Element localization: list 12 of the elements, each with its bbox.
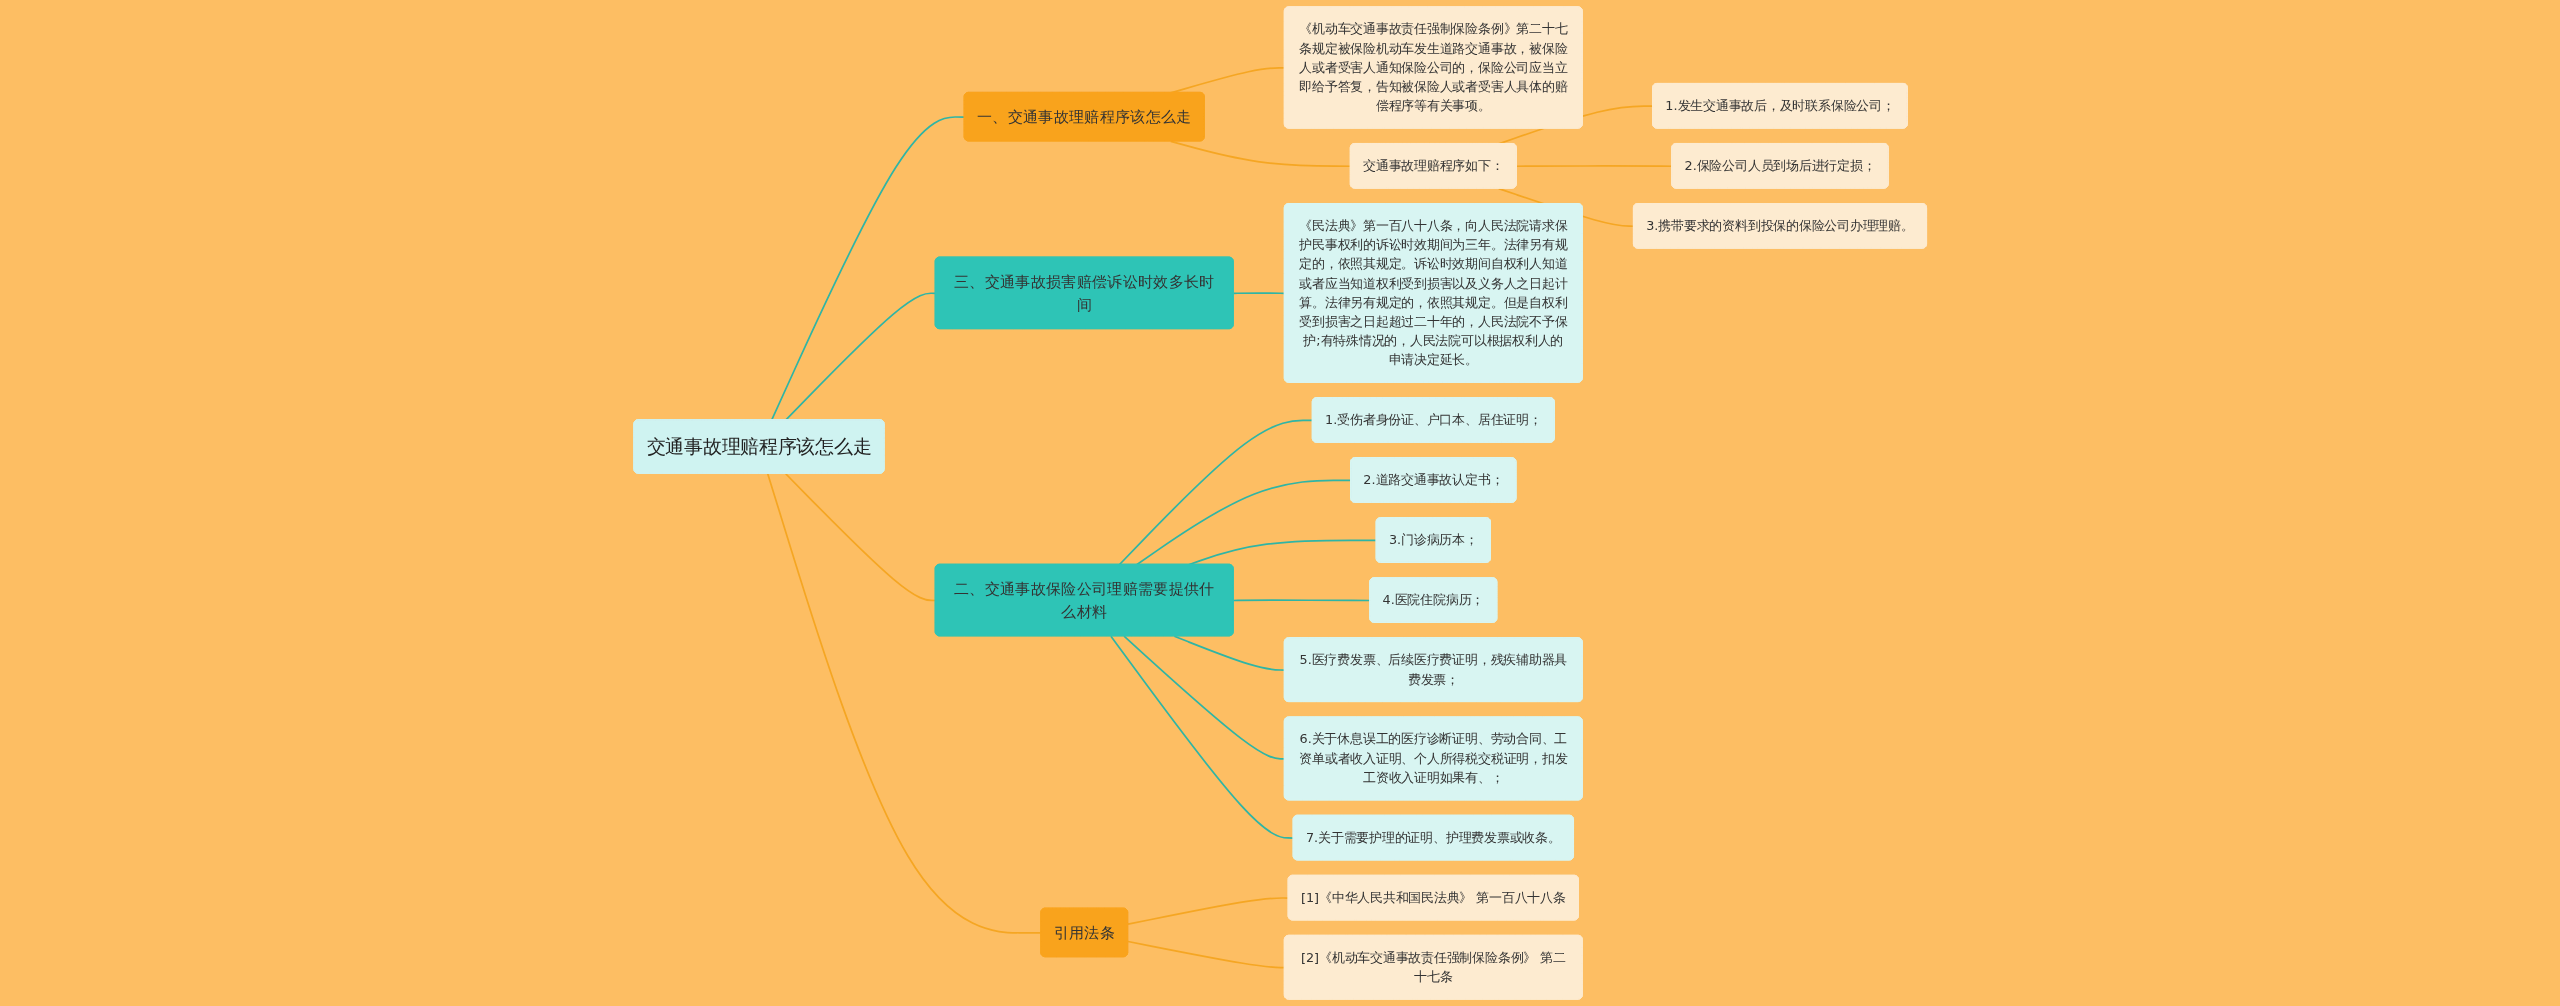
connector xyxy=(1515,165,1673,168)
connector xyxy=(1232,599,1371,602)
connector xyxy=(1173,635,1286,671)
connector xyxy=(1123,635,1286,760)
connector xyxy=(1135,479,1352,566)
connector xyxy=(1169,140,1352,168)
connector xyxy=(1118,419,1314,566)
connector xyxy=(784,292,937,421)
connector xyxy=(1127,940,1286,969)
connector xyxy=(1232,292,1286,295)
connector xyxy=(766,472,1042,934)
connector xyxy=(784,472,937,602)
